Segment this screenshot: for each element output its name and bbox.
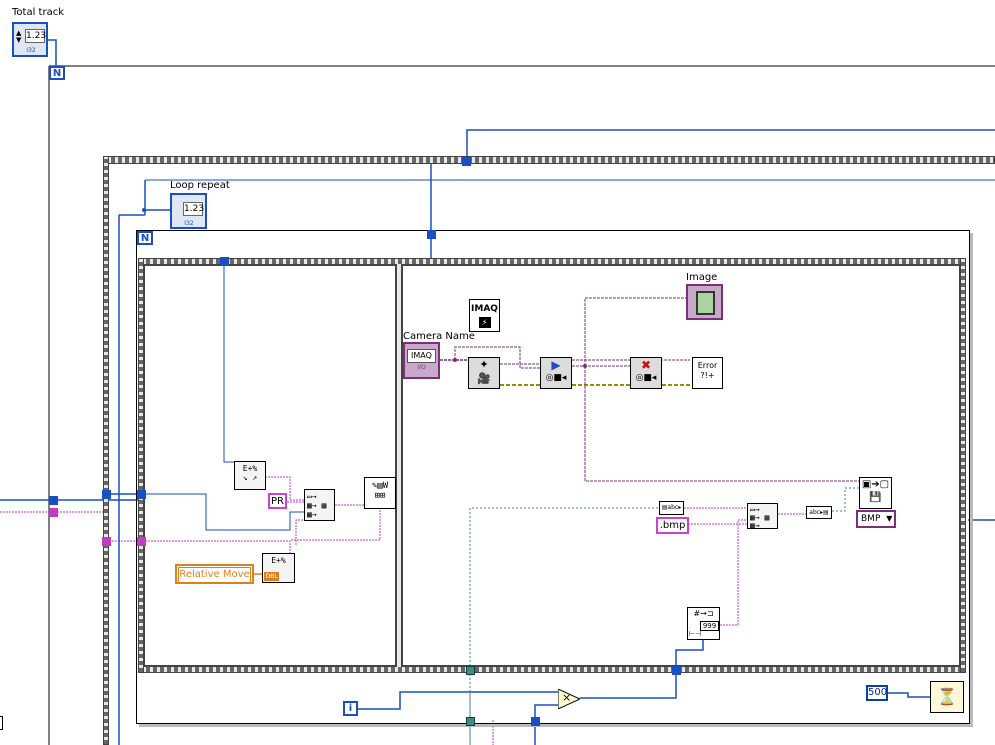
concatenate-path-node[interactable]: ▭→▦→ ▦▦→ — [747, 503, 778, 530]
numeric-stepper-icon: ▲▼ — [16, 29, 22, 44]
format-icon-2: E+% — [271, 556, 286, 565]
inner-sequence-left-border — [138, 258, 144, 673]
inner-sequence-top-border — [138, 258, 966, 265]
build-path-node[interactable]: ▤abc▸ — [659, 501, 684, 515]
imaq-write-file-node[interactable]: ▣➔▢ 💾 — [859, 477, 892, 509]
loop-count-terminal[interactable]: N — [49, 66, 65, 80]
wait-ms-constant[interactable]: 500 — [866, 685, 888, 701]
relative-move-label: Relative Move — [178, 567, 251, 583]
format-icon: E+% — [242, 464, 258, 473]
file-format-value: BMP — [861, 514, 881, 524]
wait-ms-node[interactable]: ⏳ — [930, 681, 964, 713]
serial-write-icon-grid: ⊞⊞ — [374, 491, 386, 501]
tunnel-top-sequence — [462, 157, 471, 166]
loop-repeat-type: I32 — [184, 220, 194, 227]
tunnel-frame-left-string — [137, 537, 146, 546]
number-to-string-width: ⊢⊣ — [689, 630, 702, 638]
iteration-terminal[interactable]: i — [343, 701, 358, 716]
tunnel-path-bottom — [466, 666, 475, 675]
concatenate-strings-node[interactable]: ▭→▦→ ▦▦→ — [304, 489, 335, 521]
snap-play-icon: ▶ — [551, 358, 561, 372]
multiply-node[interactable]: × — [557, 688, 582, 710]
number-to-string-top: #→⊐ — [693, 609, 714, 618]
close-x-icon: ✖ — [640, 358, 652, 372]
loop-repeat-control[interactable]: 1.23 I32 — [170, 193, 207, 229]
path-to-string-icon: ▤abc▸ — [661, 504, 682, 511]
number-to-string-node[interactable]: #→⊐ 999 ⊢⊣ — [687, 607, 720, 640]
inner-loop-count-terminal[interactable]: N — [137, 231, 153, 245]
write-file-icon: ▣➔▢ — [861, 479, 890, 490]
tunnel-frame1-top — [220, 257, 229, 266]
error-sub-text: ?!+ — [700, 371, 715, 380]
imaq-lightning-icon: ⚡ — [478, 317, 491, 328]
tunnel-seq-left-string — [102, 537, 111, 546]
sequence-frame-left-border — [103, 156, 109, 745]
floppy-icon: 💾 — [869, 492, 882, 503]
loop-repeat-value: 1.23 — [183, 202, 205, 216]
imaq-init-node[interactable]: IMAQ ⚡ — [469, 299, 500, 332]
tunnel-frame-left-int — [137, 490, 146, 499]
format-icon-arrows: ↘ ↗ — [242, 473, 258, 482]
total-track-type: I32 — [26, 47, 36, 54]
camera-name-type: I/O — [417, 364, 426, 371]
camera-name-control[interactable]: IMAQ I/O — [403, 342, 440, 379]
snap-camera-icon: ◎■◂ — [545, 373, 567, 383]
close-camera-icon: ◎■◂ — [635, 373, 657, 383]
format-into-string-node-2[interactable]: E+% DBL — [262, 553, 295, 583]
string-to-path-node[interactable]: abc▸▤ — [806, 506, 832, 519]
bmp-extension-constant[interactable]: .bmp — [656, 517, 689, 534]
multiply-symbol: × — [562, 691, 572, 704]
offscreen-bracket — [0, 716, 3, 730]
error-text: Error — [697, 361, 718, 370]
simple-error-handler-node[interactable]: Error ?!+ — [692, 357, 723, 389]
sequence-frame-divider — [396, 264, 402, 667]
tunnel-outer-left-string — [49, 508, 58, 517]
total-track-label: Total track — [12, 7, 64, 18]
inner-sequence-bottom-border — [138, 666, 966, 673]
multiply-triangle-icon — [557, 688, 582, 710]
format-into-string-node[interactable]: E+% ↘ ↗ — [234, 461, 266, 490]
tunnel-seq-left-int — [102, 490, 111, 499]
total-track-value: 1.23 — [25, 29, 47, 43]
imaq-snap-node[interactable]: ▶ ◎■◂ — [540, 357, 572, 389]
pr-string-constant[interactable]: PR — [268, 493, 287, 509]
imaq-text: IMAQ — [471, 304, 498, 314]
camera-open-icon: ✦🎥 — [477, 358, 491, 385]
image-display-icon — [696, 291, 715, 315]
dbl-type-badge: DBL — [264, 572, 279, 581]
loop-repeat-label: Loop repeat — [170, 180, 230, 191]
chevron-down-icon: ▼ — [886, 514, 893, 523]
concat-path-icon: ▭→▦→ ▦▦→ — [750, 505, 770, 530]
number-to-string-value: 999 — [700, 621, 719, 631]
tunnel-int-loop-bottom — [531, 717, 540, 726]
camera-name-label: Camera Name — [403, 331, 475, 342]
inner-sequence-right-border — [960, 258, 966, 673]
sequence-frame-top-border — [103, 156, 995, 164]
metronome-icon: ⏳ — [937, 687, 957, 706]
sequence-frame-2[interactable] — [402, 265, 960, 666]
sequence-frame-1[interactable] — [144, 265, 396, 666]
file-format-dropdown[interactable]: BMP ▼ — [856, 510, 896, 528]
tunnel-number-bottom — [672, 666, 681, 675]
serial-write-node[interactable]: ✎▤W ⊞⊞ — [364, 477, 396, 509]
concat-inputs-icon: ▭→▦→ ▦▦→ — [307, 492, 327, 519]
image-label: Image — [686, 272, 718, 283]
camera-name-value: IMAQ — [407, 349, 436, 363]
string-to-path-icon: abc▸▤ — [809, 509, 829, 516]
relative-move-constant[interactable]: Relative Move — [175, 564, 254, 584]
tunnel-path-loop-bottom — [466, 717, 475, 726]
image-indicator[interactable] — [686, 284, 723, 320]
imaq-open-session-node[interactable]: ✦🎥 — [468, 357, 500, 389]
tunnel-inner-loop-top — [427, 230, 436, 239]
inner-for-loop[interactable] — [136, 230, 970, 724]
tunnel-outer-left-int — [49, 496, 58, 505]
serial-write-icon: ✎▤W — [371, 481, 389, 491]
total-track-control[interactable]: ▲▼ 1.23 I32 — [12, 22, 48, 57]
imaq-close-session-node[interactable]: ✖ ◎■◂ — [630, 357, 662, 389]
